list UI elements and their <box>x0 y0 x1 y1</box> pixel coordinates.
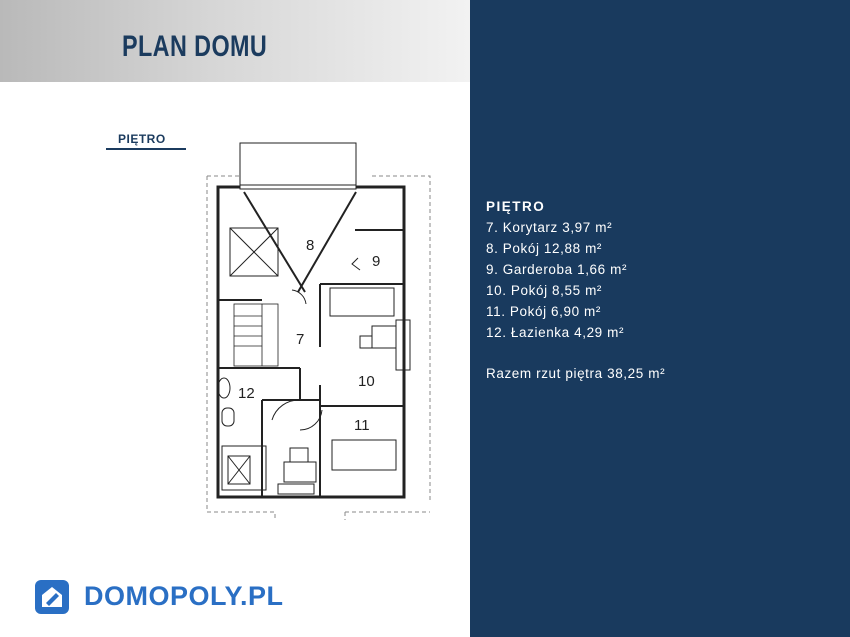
room-item-10: 10. Pokój 8,55 m² <box>486 283 603 298</box>
floor-label: PIĘTRO <box>118 132 166 146</box>
bed <box>329 287 395 317</box>
stairs <box>233 303 279 367</box>
room-number-9: 9 <box>372 253 380 270</box>
outer-walls <box>216 185 406 499</box>
floor-label-underline <box>106 148 186 150</box>
roof-outline <box>206 175 431 520</box>
panel-heading: PIĘTRO <box>486 199 546 214</box>
room-number-11: 11 <box>354 417 370 434</box>
header-band <box>0 0 470 82</box>
balcony-top <box>239 142 357 188</box>
room-item-12: 12. Łazienka 4,29 m² <box>486 325 625 340</box>
window <box>395 319 411 371</box>
chair <box>289 447 309 463</box>
door-arc <box>291 289 307 305</box>
bed <box>229 227 279 277</box>
desk <box>283 461 317 483</box>
bed <box>331 439 397 471</box>
room-number-12: 12 <box>238 385 255 402</box>
toilet <box>221 407 235 427</box>
desk <box>371 325 397 349</box>
room-item-8: 8. Pokój 12,88 m² <box>486 241 603 256</box>
page-title: PLAN DOMU <box>122 30 268 63</box>
house-logo-icon <box>35 580 69 614</box>
sink <box>217 377 231 399</box>
brand-name: DOMOPOLY.PL <box>84 581 284 611</box>
room-item-7: 7. Korytarz 3,97 m² <box>486 220 613 235</box>
room-item-11: 11. Pokój 6,90 m² <box>486 304 602 319</box>
room-list: PIĘTRO 7. Korytarz 3,97 m² 8. Pokój 12,8… <box>486 196 665 384</box>
room-number-7: 7 <box>296 331 304 348</box>
chair <box>359 335 373 349</box>
bottom-closet <box>277 483 315 495</box>
floor-plan: 8 9 7 10 12 11 <box>206 142 431 520</box>
floor-total: Razem rzut piętra 38,25 m² <box>486 366 666 381</box>
room-number-8: 8 <box>306 237 314 254</box>
bathtub <box>221 445 267 491</box>
room-number-10: 10 <box>358 373 375 390</box>
info-panel: PIĘTRO 7. Korytarz 3,97 m² 8. Pokój 12,8… <box>470 0 850 637</box>
door-arc <box>271 399 301 421</box>
room-item-9: 9. Garderoba 1,66 m² <box>486 262 628 277</box>
